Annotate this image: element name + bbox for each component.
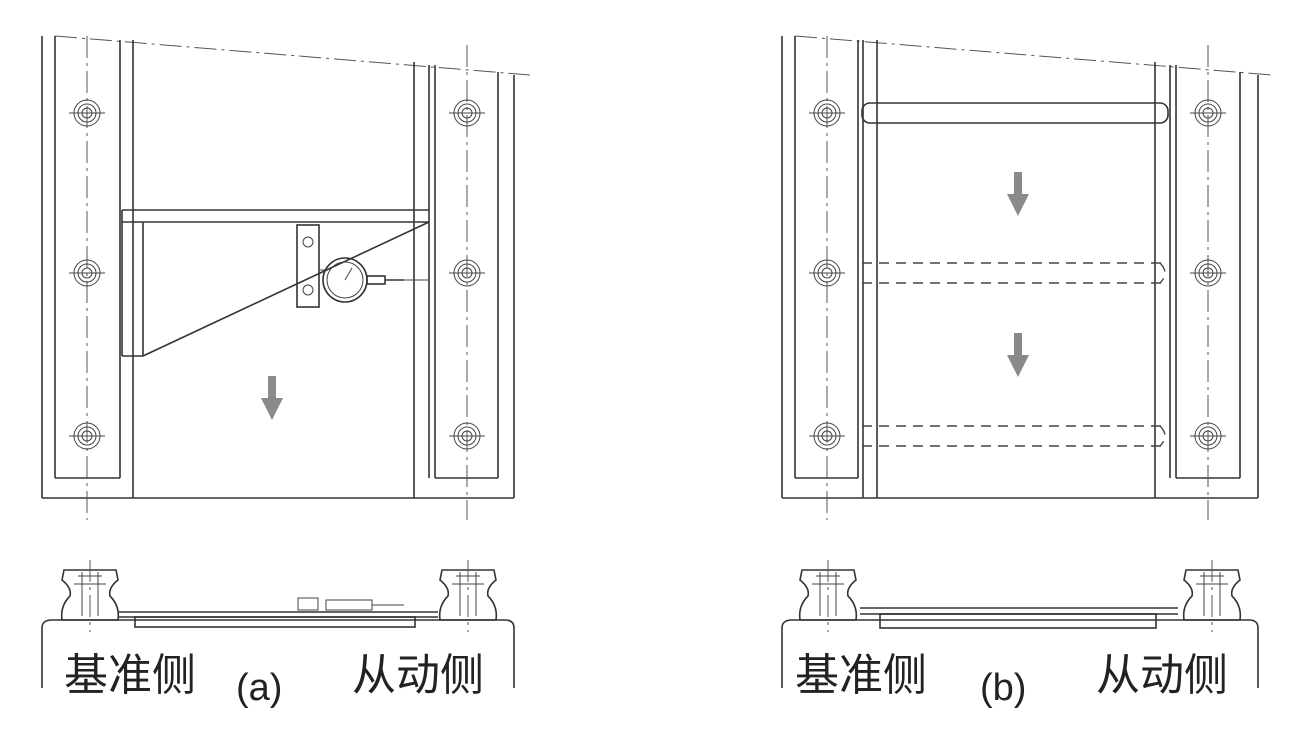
bolt-hole-icon — [448, 259, 486, 287]
panel-b-datum-rail — [794, 36, 878, 520]
panel-b-table-mid — [862, 262, 1168, 284]
bolt-hole-icon — [1189, 99, 1227, 127]
panel-a-side-view — [41, 560, 515, 688]
bolt-hole-icon — [68, 99, 106, 127]
panel-a: 基准侧 (a) 从动侧 — [41, 35, 531, 709]
panel-a-measuring-bracket — [121, 209, 430, 357]
down-arrow-icon — [1007, 333, 1029, 377]
panel-b-driven-label: 从动侧 — [1096, 651, 1228, 700]
panel-a-driven-rail — [413, 45, 499, 520]
panel-a-datum-label: 基准侧 — [64, 651, 196, 700]
bolt-hole-icon — [448, 99, 486, 127]
panel-b-table-end — [862, 425, 1168, 447]
panel-b: 基准侧 (b) 从动侧 — [781, 35, 1273, 709]
bolt-hole-icon — [1189, 259, 1227, 287]
bolt-hole-icon — [448, 422, 486, 450]
panel-b-caption: (b) — [980, 667, 1026, 709]
panel-a-frame — [41, 35, 531, 499]
bolt-hole-icon — [68, 259, 106, 287]
panel-b-side-view — [781, 560, 1259, 688]
bolt-hole-icon — [1189, 422, 1227, 450]
panel-a-driven-label: 从动侧 — [352, 651, 484, 700]
bolt-hole-icon — [68, 422, 106, 450]
bolt-hole-icon — [808, 259, 846, 287]
bolt-hole-icon — [808, 422, 846, 450]
dial-indicator-icon — [296, 224, 429, 308]
panel-a-caption: (a) — [236, 667, 282, 709]
down-arrow-icon — [261, 376, 283, 420]
down-arrow-icon — [1007, 172, 1029, 216]
bolt-hole-icon — [808, 99, 846, 127]
panel-b-datum-label: 基准侧 — [795, 651, 927, 700]
panel-b-frame — [781, 35, 1273, 499]
panel-b-table-start — [861, 102, 1169, 124]
panel-a-datum-rail — [54, 36, 134, 520]
